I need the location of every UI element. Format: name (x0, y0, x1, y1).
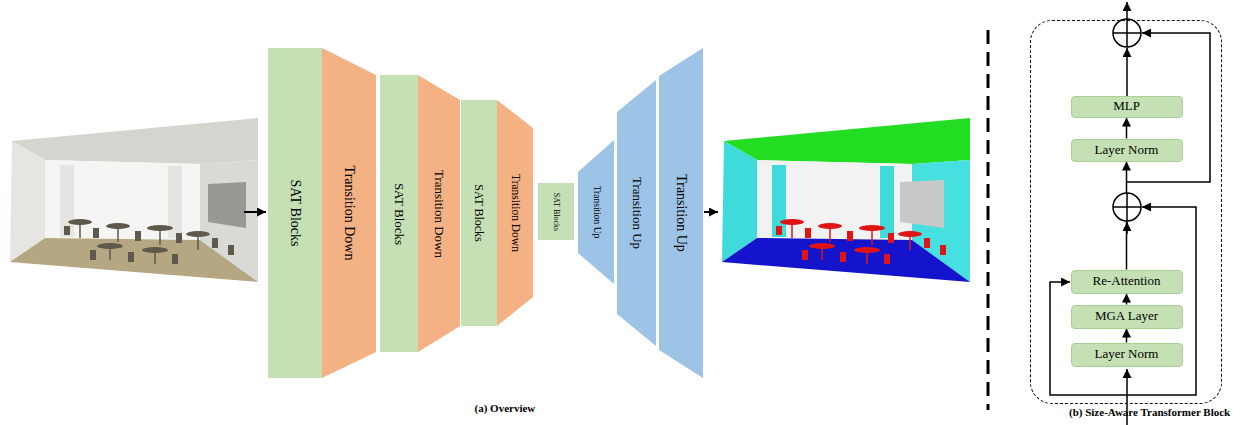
block-frame: Layer NormMGA LayerRe-AttentionLayer Nor… (1030, 20, 1222, 404)
block-label: Transition Up (674, 174, 688, 252)
flow-arrow (1126, 118, 1128, 139)
block-label: Transition Up (630, 177, 643, 249)
block-fill (380, 75, 418, 352)
block-fill (659, 48, 703, 378)
block-fill (497, 100, 533, 326)
arrow-into-sum (1126, 222, 1128, 234)
process-box: Layer Norm (1071, 139, 1183, 162)
block-fill (538, 183, 574, 240)
process-box: Layer Norm (1071, 343, 1183, 367)
sum-symbol (1113, 193, 1141, 221)
transition-up: Transition Up (617, 80, 656, 346)
block-label: SAT Blocks (552, 192, 560, 230)
box-label: Layer Norm (1095, 143, 1159, 157)
process-box: MLP (1071, 96, 1183, 118)
branch-line (1050, 282, 1127, 395)
block-label: SAT Blocks (473, 184, 485, 241)
transition-down: Transition Down (322, 48, 376, 378)
block-fill (418, 75, 460, 352)
sat-block: SAT Blocks (538, 183, 574, 240)
segmented-point-cloud (722, 118, 970, 282)
sat-block: SAT Blocks (268, 48, 322, 378)
flow-arrow (1126, 294, 1128, 305)
block-title: (b) Size-Aware Transformer Block (1069, 406, 1230, 418)
mlp-to-sum (1126, 48, 1128, 96)
transition-down: Transition Down (418, 75, 460, 352)
block-label: Transition Down (433, 169, 446, 257)
transition-up: Transition Up (659, 48, 703, 378)
transition-down: Transition Down (497, 100, 533, 326)
block-label: Transition Up (591, 186, 601, 239)
box-label: Layer Norm (1095, 347, 1159, 361)
raw-point-cloud (10, 118, 258, 282)
block-fill (617, 80, 656, 346)
sum-symbol (1113, 19, 1141, 47)
block-label: Transition Down (342, 166, 356, 261)
flow-arrow (1126, 329, 1128, 343)
block-fill (461, 100, 497, 326)
sat-block: SAT Blocks (461, 100, 497, 326)
block-label: Transition Down (509, 174, 521, 252)
output-arrow (1126, 2, 1128, 19)
block-label: SAT Blocks (393, 182, 406, 244)
divider-line (987, 30, 990, 410)
process-box: Re-Attention (1071, 270, 1183, 294)
panel-caption: (a) Overview (475, 402, 536, 414)
box-label: Re-Attention (1093, 274, 1161, 288)
sat-block: SAT Blocks (380, 75, 418, 352)
process-box: MGA Layer (1071, 305, 1183, 329)
box-label: MLP (1113, 99, 1140, 113)
transition-up: Transition Up (578, 140, 614, 284)
box-label: MGA Layer (1095, 309, 1158, 323)
block-fill (578, 140, 614, 284)
block-label: SAT Blocks (288, 179, 302, 246)
residual-line (1127, 207, 1196, 395)
block-fill (322, 48, 376, 378)
block-fill (268, 48, 322, 378)
